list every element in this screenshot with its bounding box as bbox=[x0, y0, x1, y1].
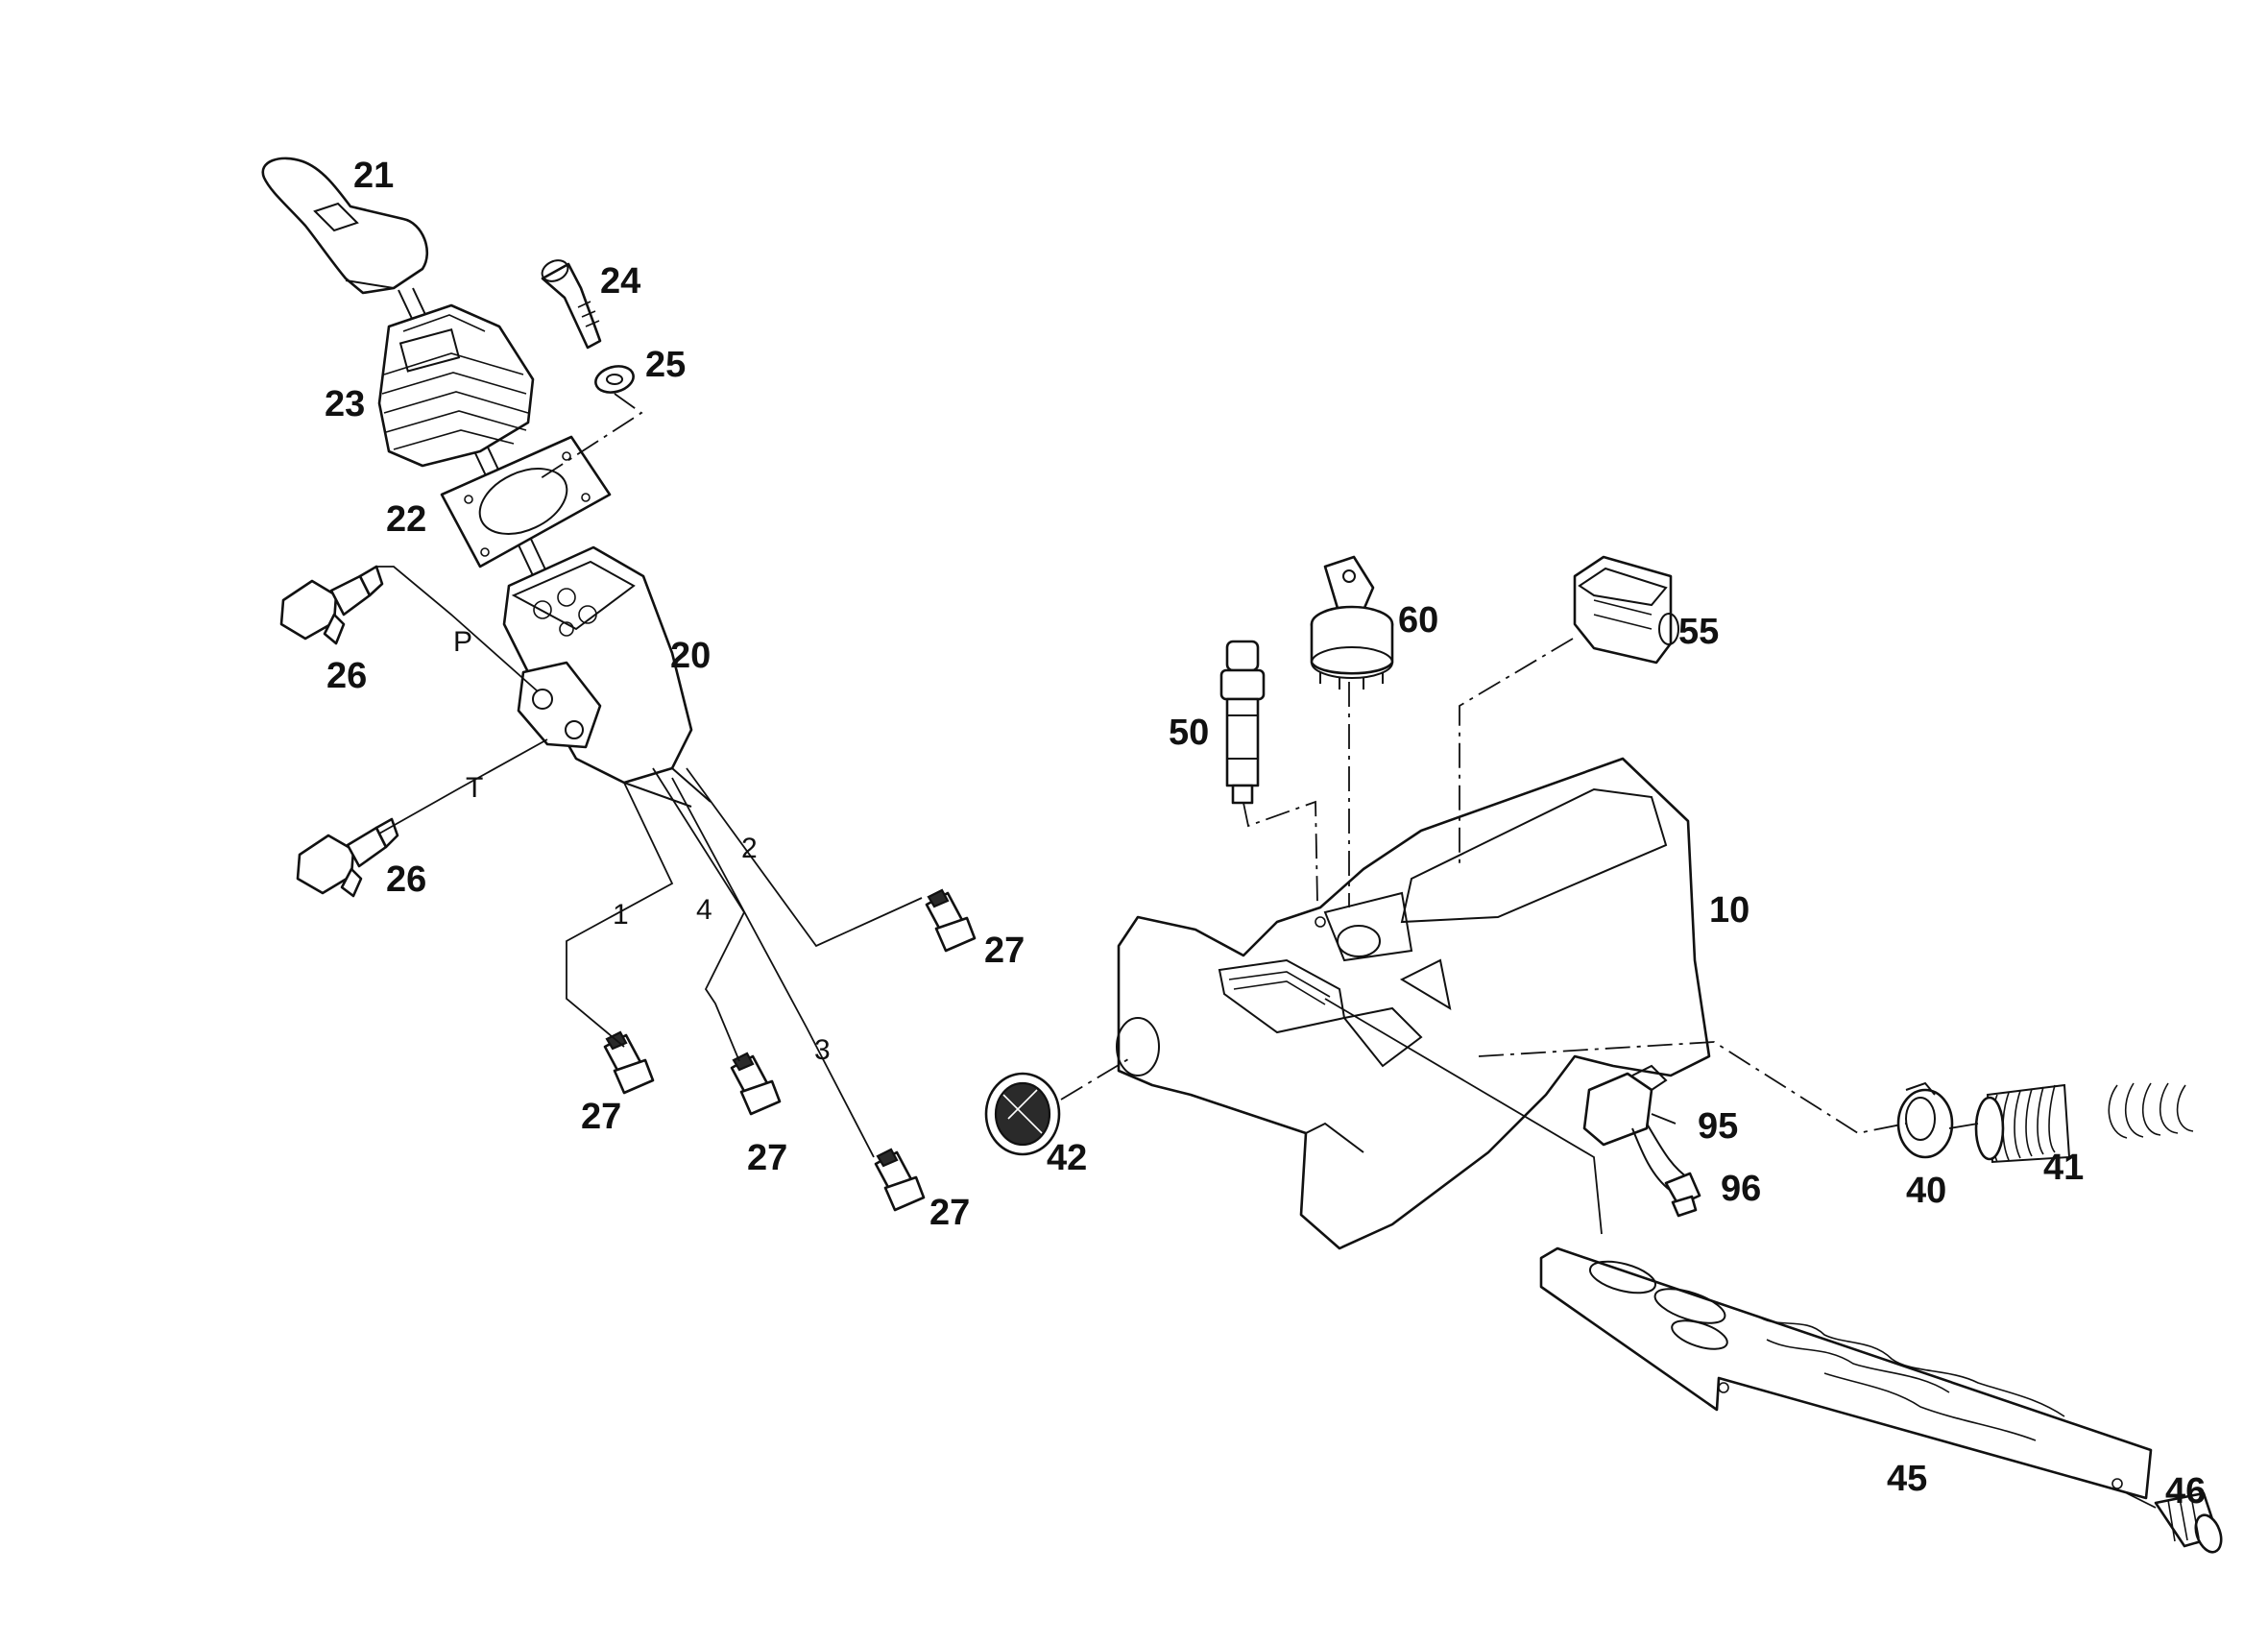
port-label-4: 4 bbox=[696, 894, 712, 926]
label-part-27-d: 27 bbox=[929, 1193, 970, 1233]
label-part-45: 45 bbox=[1887, 1459, 1927, 1499]
port-label-3: 3 bbox=[814, 1034, 831, 1066]
label-part-55: 55 bbox=[1678, 612, 1719, 652]
part-42-grommet bbox=[984, 1072, 1061, 1156]
label-part-46: 46 bbox=[2165, 1471, 2206, 1512]
label-part-25: 25 bbox=[645, 345, 686, 385]
leader-line bbox=[566, 782, 674, 1048]
part-45-floor-plate bbox=[1539, 1246, 2153, 1500]
label-part-60: 60 bbox=[1398, 600, 1438, 641]
part-27-fitting-b bbox=[730, 1052, 782, 1116]
label-part-22: 22 bbox=[386, 499, 426, 540]
label-part-10: 10 bbox=[1709, 890, 1749, 931]
leader-line bbox=[1478, 1041, 1907, 1134]
label-part-26-upper: 26 bbox=[326, 656, 367, 696]
leader-line bbox=[2126, 1492, 2157, 1509]
part-24-socket-bolt bbox=[541, 259, 602, 350]
part-20-control-valve bbox=[502, 545, 712, 808]
port-label-1: 1 bbox=[613, 899, 629, 931]
part-60-key-switch bbox=[1310, 555, 1394, 689]
port-label-2: 2 bbox=[741, 833, 758, 864]
part-50-push-switch bbox=[1219, 640, 1266, 805]
part-55-rocker-switch bbox=[1573, 555, 1679, 665]
part-46-bolt bbox=[2154, 1491, 2223, 1554]
label-part-21: 21 bbox=[353, 156, 394, 196]
leader-line bbox=[1948, 1123, 1979, 1129]
part-27-fitting-c bbox=[874, 1148, 926, 1212]
leader-line bbox=[1459, 638, 1574, 864]
part-22-mounting-plate bbox=[440, 435, 612, 568]
part-26-fitting-lower bbox=[296, 817, 399, 898]
part-27-fitting-a bbox=[603, 1030, 655, 1095]
label-part-95: 95 bbox=[1698, 1106, 1738, 1147]
part-41-spring bbox=[1974, 1083, 2071, 1164]
part-21-joystick-grip bbox=[261, 157, 428, 295]
label-part-41: 41 bbox=[2043, 1148, 2084, 1188]
label-part-26-lower: 26 bbox=[386, 859, 426, 900]
label-part-27-a: 27 bbox=[984, 931, 1025, 971]
part-27-fitting-d bbox=[925, 888, 977, 953]
label-part-27-b: 27 bbox=[581, 1097, 621, 1137]
leader-line bbox=[1651, 1113, 1677, 1125]
part-23-rubber-boot bbox=[377, 303, 535, 468]
label-part-50: 50 bbox=[1169, 713, 1209, 753]
part-41-spring-loose bbox=[2108, 1082, 2194, 1139]
part-26-fitting-upper bbox=[279, 565, 384, 645]
label-part-20: 20 bbox=[670, 636, 711, 676]
label-part-27-c: 27 bbox=[747, 1138, 787, 1178]
label-part-40: 40 bbox=[1906, 1171, 1946, 1211]
leader-line bbox=[686, 767, 923, 948]
part-95-connector bbox=[1582, 1064, 1668, 1147]
leader-line bbox=[1060, 1055, 1134, 1101]
part-25-washer bbox=[594, 365, 635, 394]
label-part-24: 24 bbox=[600, 261, 640, 302]
label-part-96: 96 bbox=[1721, 1169, 1761, 1209]
part-10-console-housing bbox=[1116, 757, 1711, 1250]
leader-line bbox=[1324, 998, 1603, 1235]
label-part-42: 42 bbox=[1047, 1138, 1087, 1178]
label-part-23: 23 bbox=[325, 384, 365, 424]
leader-line bbox=[671, 777, 875, 1158]
part-40-clamp bbox=[1896, 1081, 1954, 1159]
port-label-t: T bbox=[466, 772, 483, 804]
leader-line bbox=[376, 566, 548, 835]
port-label-p: P bbox=[453, 626, 472, 658]
leader-line bbox=[652, 767, 746, 1062]
leader-line bbox=[537, 393, 643, 481]
part-96-wire-harness bbox=[1631, 1123, 1701, 1218]
leader-line bbox=[1243, 800, 1318, 904]
